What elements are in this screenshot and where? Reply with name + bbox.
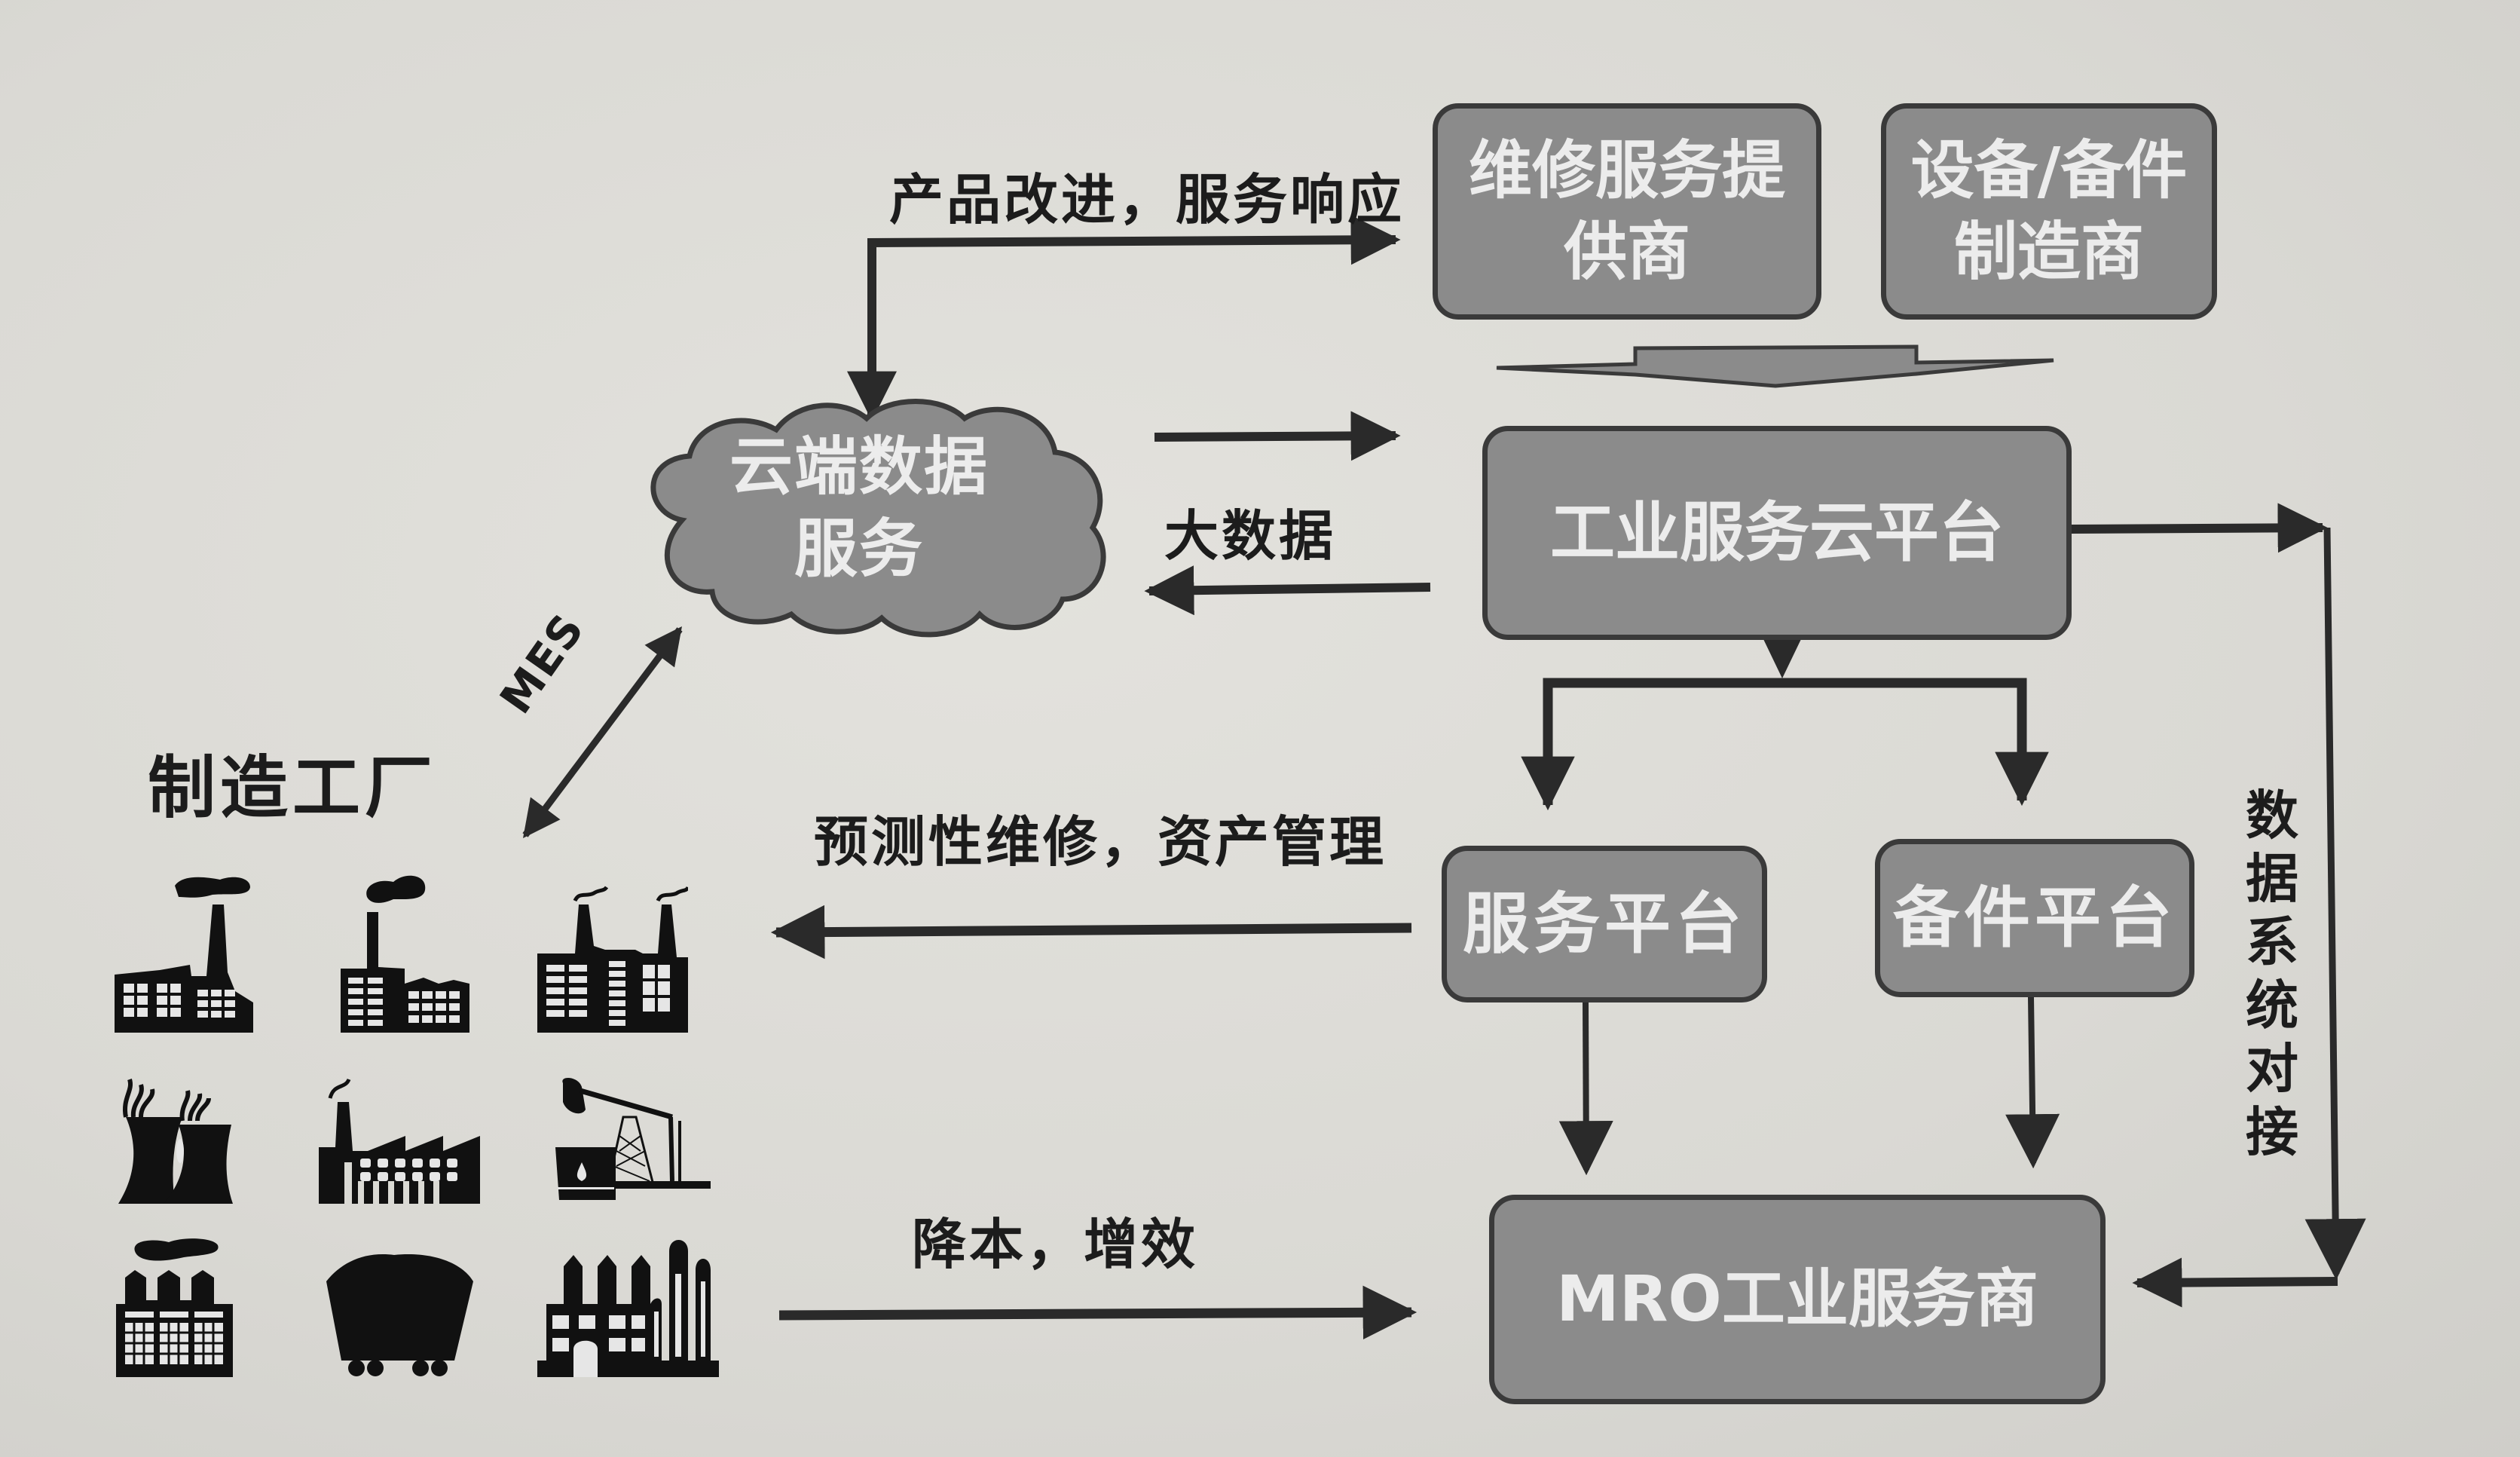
cloud-shape (650, 399, 1106, 638)
label-predictive-maintenance: 预测性维修，资产管理 (814, 810, 1387, 874)
twin-chimney-factory-icon (537, 886, 688, 1033)
cooling-tower-icon (118, 1076, 233, 1204)
label-big-data: 大数据 (1164, 504, 1337, 568)
factory-smoke-icon (115, 871, 253, 1033)
node-cloud-data-service-line2: 服务 (794, 512, 924, 586)
label-cost-efficiency: 降本，增效 (912, 1213, 1199, 1276)
arrow-platform-to-right (2070, 503, 2328, 553)
node-maintenance-provider-line1: 维修服务提 (1468, 133, 1785, 207)
node-parts-platform-label: 备件平台 (1892, 878, 2176, 957)
data-integration-vertical (2304, 527, 2366, 1281)
triple-chimney-factory-icon (116, 1236, 233, 1377)
node-industrial-cloud-platform-label: 工业服务云平台 (1550, 494, 2004, 571)
node-maintenance-provider[interactable]: 维修服务提 供商 (1433, 103, 1821, 320)
refinery-icon (537, 1236, 719, 1377)
arrow-to-mro-right (2132, 1257, 2338, 1308)
arrow-parts-platform-to-mro (2005, 996, 2060, 1169)
branch-line (1543, 678, 2027, 803)
node-equipment-manufacturer[interactable]: 设备/备件 制造商 (1881, 103, 2217, 320)
node-maintenance-provider-line2: 供商 (1563, 214, 1690, 289)
node-equipment-manufacturer-line2: 制造商 (1953, 214, 2144, 289)
arrow-mes-bidirectional (522, 626, 683, 838)
node-cloud-data-service-line1: 云端数据 (729, 430, 989, 504)
oil-pumpjack-icon (552, 1076, 711, 1204)
arrow-cost-efficiency (778, 1285, 1418, 1340)
arrow-platform-to-cloud (1144, 565, 1431, 616)
node-cloud-data-service[interactable]: 云端数据 服务 (723, 426, 995, 590)
node-parts-platform[interactable]: 备件平台 (1875, 839, 2194, 997)
platform-branch-triangle (1763, 639, 1801, 678)
label-manufacturing-factories: 制造工厂 (148, 748, 437, 828)
mine-cart-icon (319, 1236, 476, 1377)
label-data-system-integration: 数据系统对接 (2246, 785, 2298, 1163)
arrow-cloud-to-platform (1154, 411, 1401, 461)
node-mro-provider[interactable]: MRO工业服务商 (1489, 1195, 2106, 1404)
node-service-platform[interactable]: 服务平台 (1442, 846, 1767, 1002)
factory-small-smoke-icon (341, 871, 469, 1033)
label-product-improvement: 产品改进，服务响应 (889, 168, 1405, 231)
node-mro-provider-label: MRO工业服务商 (1556, 1262, 2038, 1336)
arrow-predictive-maintenance (770, 905, 1412, 960)
node-service-platform-label: 服务平台 (1462, 884, 1746, 963)
node-industrial-cloud-platform[interactable]: 工业服务云平台 (1482, 426, 2072, 640)
wide-down-arrow (1496, 344, 2054, 388)
node-equipment-manufacturer-line1: 设备/备件 (1910, 133, 2188, 207)
sawtooth-factory-icon (319, 1076, 480, 1204)
